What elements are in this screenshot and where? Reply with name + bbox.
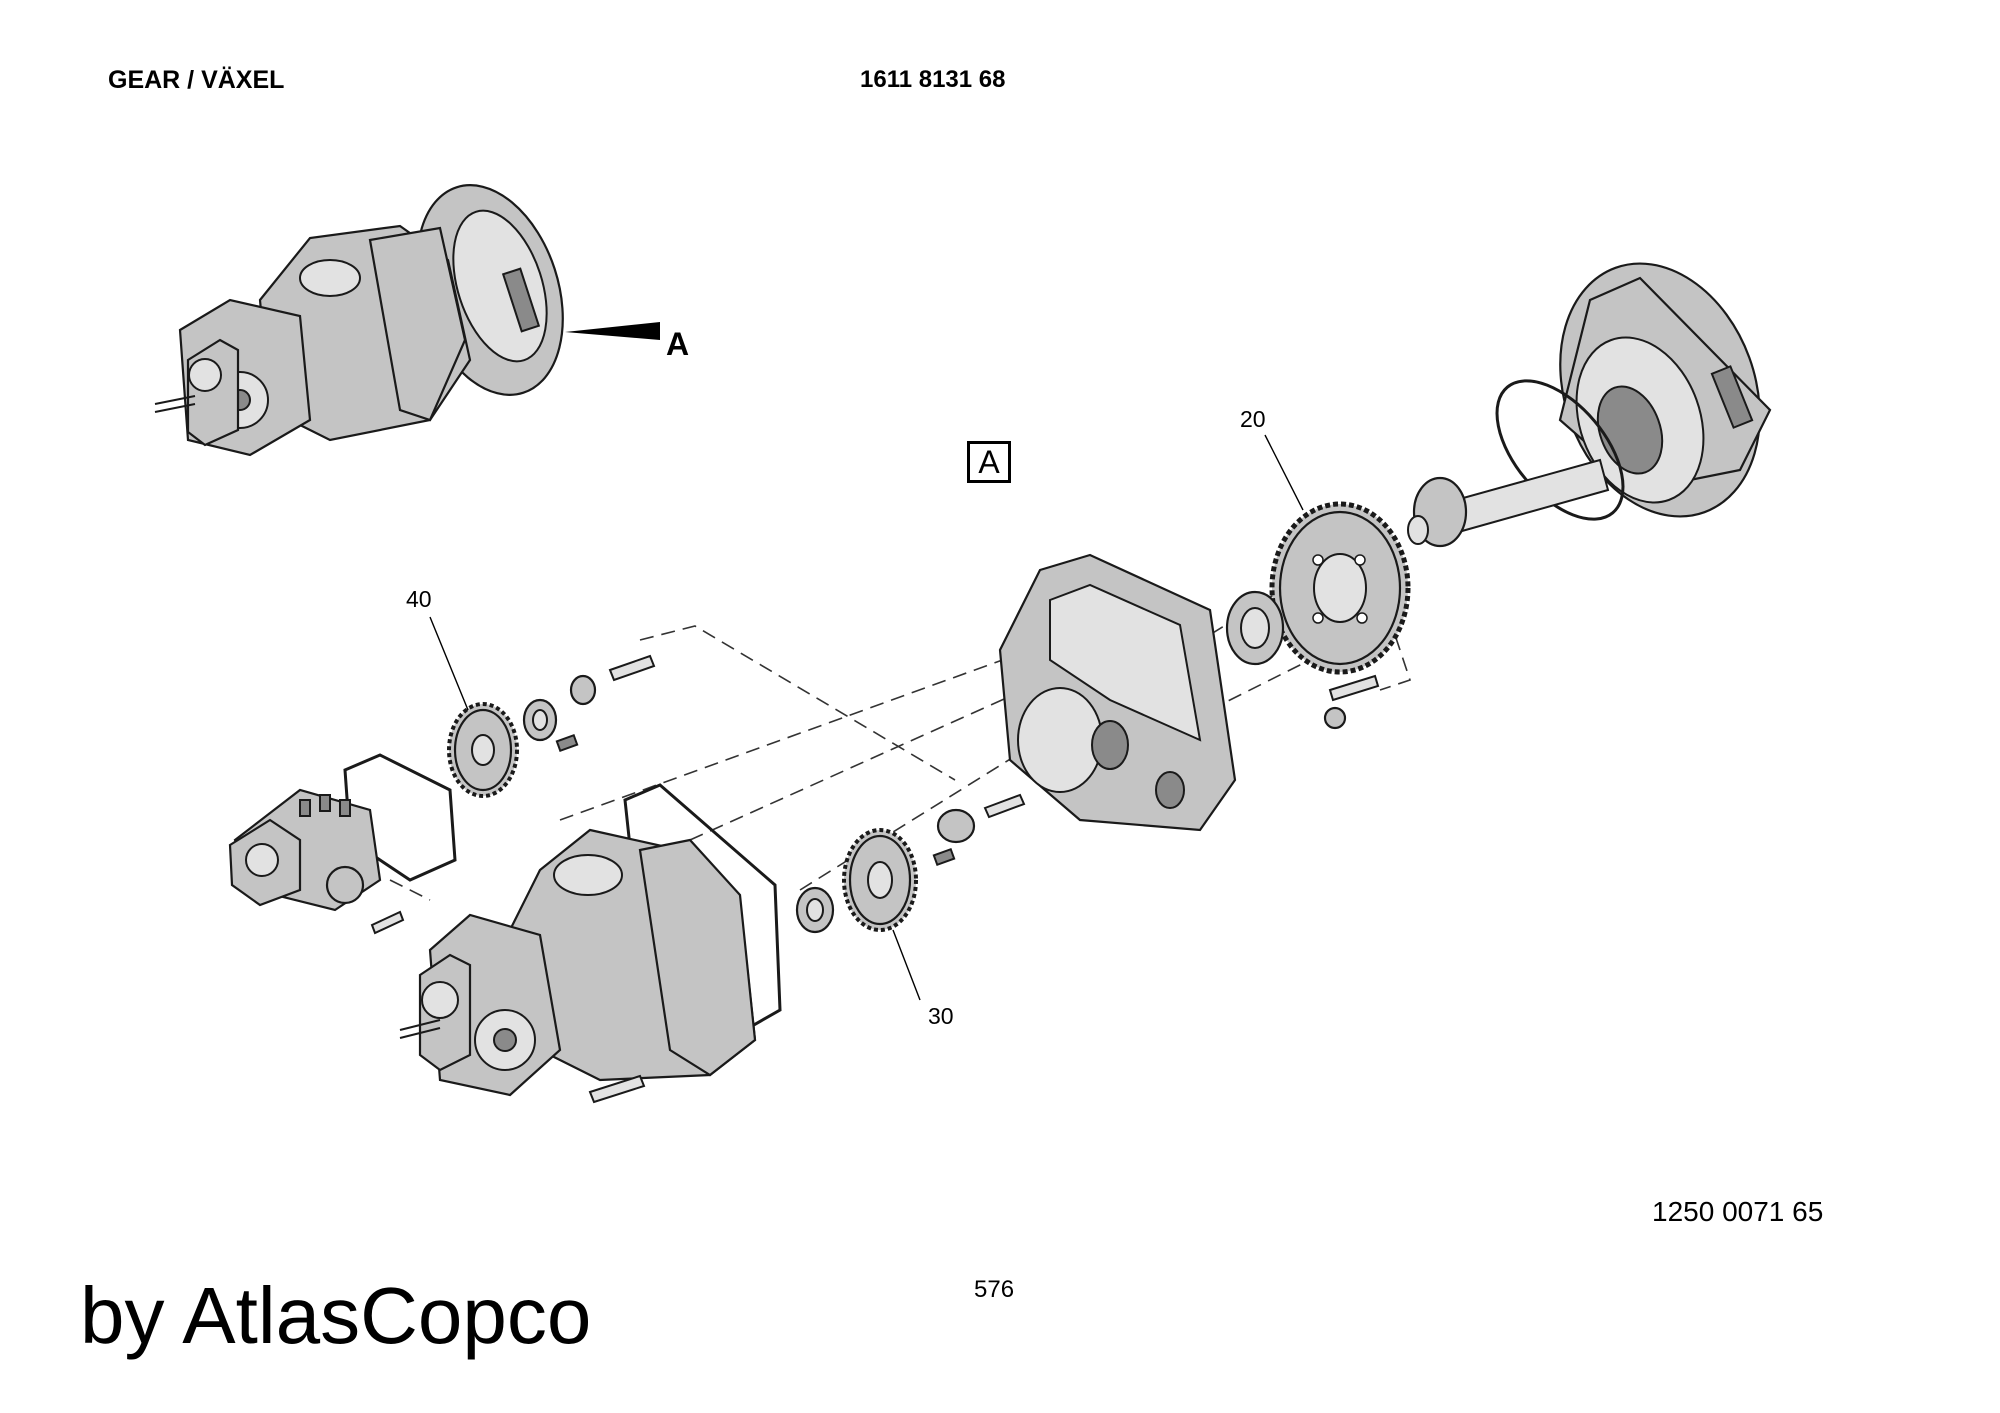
callout-20: 20 [1240, 406, 1266, 432]
compressor-element [399, 783, 782, 1104]
view-a-label: A [666, 326, 690, 362]
oil-pump-housing [228, 753, 457, 935]
pinion-gear [795, 793, 1026, 934]
assembled-compressor-unit [154, 184, 660, 457]
document-number: 1250 0071 65 [1652, 1196, 1824, 1227]
brand-watermark: by AtlasCopco [80, 1271, 592, 1360]
oil-pump-gear [447, 654, 656, 798]
view-arrow-a [565, 322, 660, 340]
callout-leaders [429, 434, 1304, 1001]
part-number: 1611 8131 68 [860, 66, 1006, 93]
bull-gear [1225, 501, 1411, 730]
callout-30: 30 [928, 1003, 954, 1029]
motor-flange-assembly [1407, 262, 1772, 548]
view-a-box-label: A [978, 444, 1000, 480]
page-number: 576 [974, 1276, 1015, 1303]
drawing-title: GEAR / VÄXEL [108, 66, 285, 94]
view-a-box: A [967, 441, 1011, 483]
callout-40: 40 [406, 586, 432, 612]
gear-casing [998, 553, 1237, 832]
